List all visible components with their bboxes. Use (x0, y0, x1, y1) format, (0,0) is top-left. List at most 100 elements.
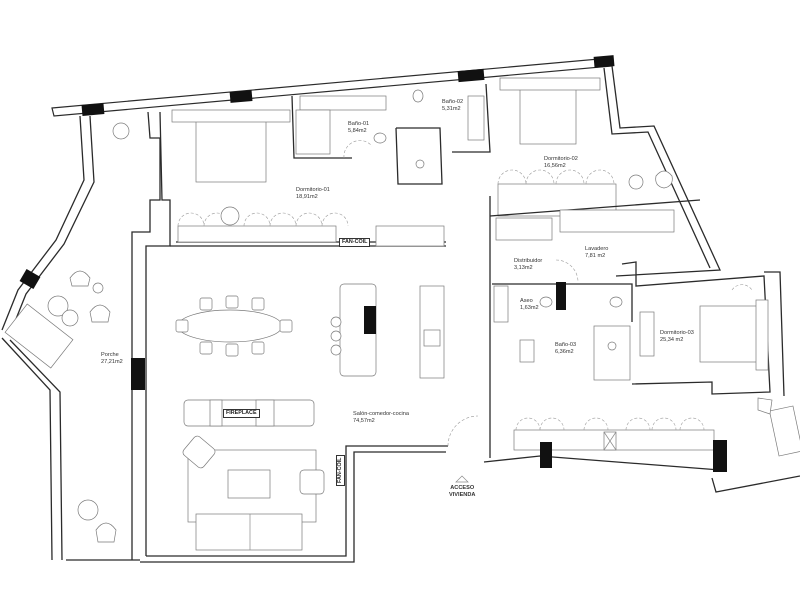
entrance-label-line2: VIVIENDA (449, 492, 476, 498)
living-south-wall (146, 445, 448, 557)
room-label-bano-01: Baño-01 5,84m2 (348, 121, 369, 135)
lounge-chair (89, 304, 111, 323)
pillar (540, 442, 552, 468)
bed-dormitorio-03 (699, 305, 761, 363)
sofa (195, 513, 303, 551)
vanity (467, 95, 485, 141)
toilet (373, 132, 387, 144)
toilet (412, 89, 424, 103)
room-name: Dormitorio-03 (660, 330, 694, 336)
stool (330, 330, 342, 342)
armchair (182, 435, 216, 469)
wardrobe-door-swings (177, 212, 349, 227)
dormitorio-02-wall-inner (603, 67, 711, 269)
entrance-label-line1: ACCESO (450, 485, 475, 491)
room-label-bano-02: Baño-02 5,31m2 (442, 99, 463, 113)
pillar (131, 358, 145, 390)
room-area: 27,21m2 (101, 359, 123, 365)
porch-sw-wall (1, 337, 53, 561)
living-south-wall-outer (140, 451, 446, 563)
room-name: Salón-comedor-cocina (353, 411, 409, 417)
vanity (519, 339, 535, 363)
appliances (495, 217, 553, 241)
desk (639, 311, 655, 357)
side-table (61, 309, 79, 327)
room-name: Baño-03 (555, 342, 577, 348)
toilet (609, 296, 623, 308)
wardrobe (375, 225, 445, 247)
room-label-bano-03: Baño-03 6,36m2 (555, 342, 576, 356)
room-label-salon: Salón-comedor-cocina 74,57m2 (353, 411, 409, 425)
bathtub (493, 285, 509, 323)
bano-01-wall (291, 95, 352, 159)
room-label-aseo: Aseo 1,63m2 (520, 298, 539, 312)
room-name: Dormitorio-01 (296, 187, 330, 193)
shower (593, 325, 631, 381)
room-name: Baño-01 (348, 121, 370, 127)
room-area: 6,36m2 (555, 349, 574, 355)
entrance-door-swing (447, 415, 479, 447)
door-swing (731, 284, 753, 291)
side-table (47, 295, 69, 317)
toilet (539, 296, 553, 308)
room-area: 5,84m2 (348, 128, 367, 134)
shower-drain (607, 341, 617, 351)
pillar (19, 268, 41, 290)
dormitorio-03-wall-outer (764, 271, 785, 397)
southeast-wall (711, 475, 800, 493)
room-area: 5,31m2 (442, 106, 461, 112)
room-area: 74,57m2 (353, 418, 375, 424)
room-area: 25,34 m2 (660, 337, 684, 343)
chair (757, 397, 773, 415)
dormitorio-02-wall (611, 65, 721, 277)
laundry-cabinets (559, 209, 675, 233)
desk (769, 405, 800, 457)
lounge-chair (95, 522, 117, 543)
shower-drain (415, 159, 425, 169)
room-label-lavadero: Lavadero 7,81 m2 (585, 246, 608, 260)
porch-west-wall-inner (9, 115, 95, 335)
door-swing (555, 259, 579, 283)
armchair (299, 469, 325, 495)
pillar (593, 55, 615, 68)
bed-dormitorio-01 (195, 115, 267, 183)
room-area: 1,63m2 (520, 305, 539, 311)
round-table (77, 499, 99, 521)
stool (330, 344, 342, 356)
coffee-table (227, 469, 271, 499)
bano-02-east-wall (452, 83, 491, 153)
fireplace-tag: FIREPLACE (223, 409, 260, 418)
room-label-dormitorio-02: Dormitorio-02 16,56m2 (544, 156, 578, 170)
lounge-chair (69, 270, 91, 287)
room-label-porche: Porche 27,21m2 (101, 352, 123, 366)
room-name: Lavadero (585, 246, 609, 252)
pillar (556, 282, 566, 310)
wardrobe-door-swings (497, 169, 615, 185)
entrance-arrow (455, 475, 469, 483)
aseo-wall (492, 283, 633, 322)
entrance-label: ACCESO VIVIENDA (449, 485, 475, 499)
bed-dormitorio-02 (519, 85, 577, 145)
room-name: Baño-02 (442, 99, 464, 105)
fancoil-tag-bottom: FAN-COIL (336, 454, 345, 486)
lavadero-wall (489, 199, 701, 217)
dormitorio-01-wall-inner (145, 111, 171, 248)
room-label-distribuidor: Distribuidor 3,13m2 (514, 258, 542, 272)
dining-chairs (175, 295, 293, 357)
pillar (81, 103, 105, 116)
cooktop (364, 306, 376, 334)
headboard (171, 109, 291, 123)
room-name: Dormitorio-02 (544, 156, 578, 162)
wardrobe-door-swings (515, 417, 705, 431)
room-area: 7,81 m2 (585, 253, 606, 259)
room-area: 18,91m2 (296, 194, 318, 200)
south-facade-wall (483, 455, 721, 471)
room-label-dormitorio-03: Dormitorio-03 25,34 m2 (660, 330, 694, 344)
fancoil-tag-top: FAN-COIL (339, 238, 371, 247)
dormitorio-01-wall (131, 111, 161, 248)
pillar (229, 90, 253, 103)
porch-sw-wall-inner (9, 339, 63, 561)
sofa (4, 303, 74, 369)
round-table (220, 206, 240, 226)
